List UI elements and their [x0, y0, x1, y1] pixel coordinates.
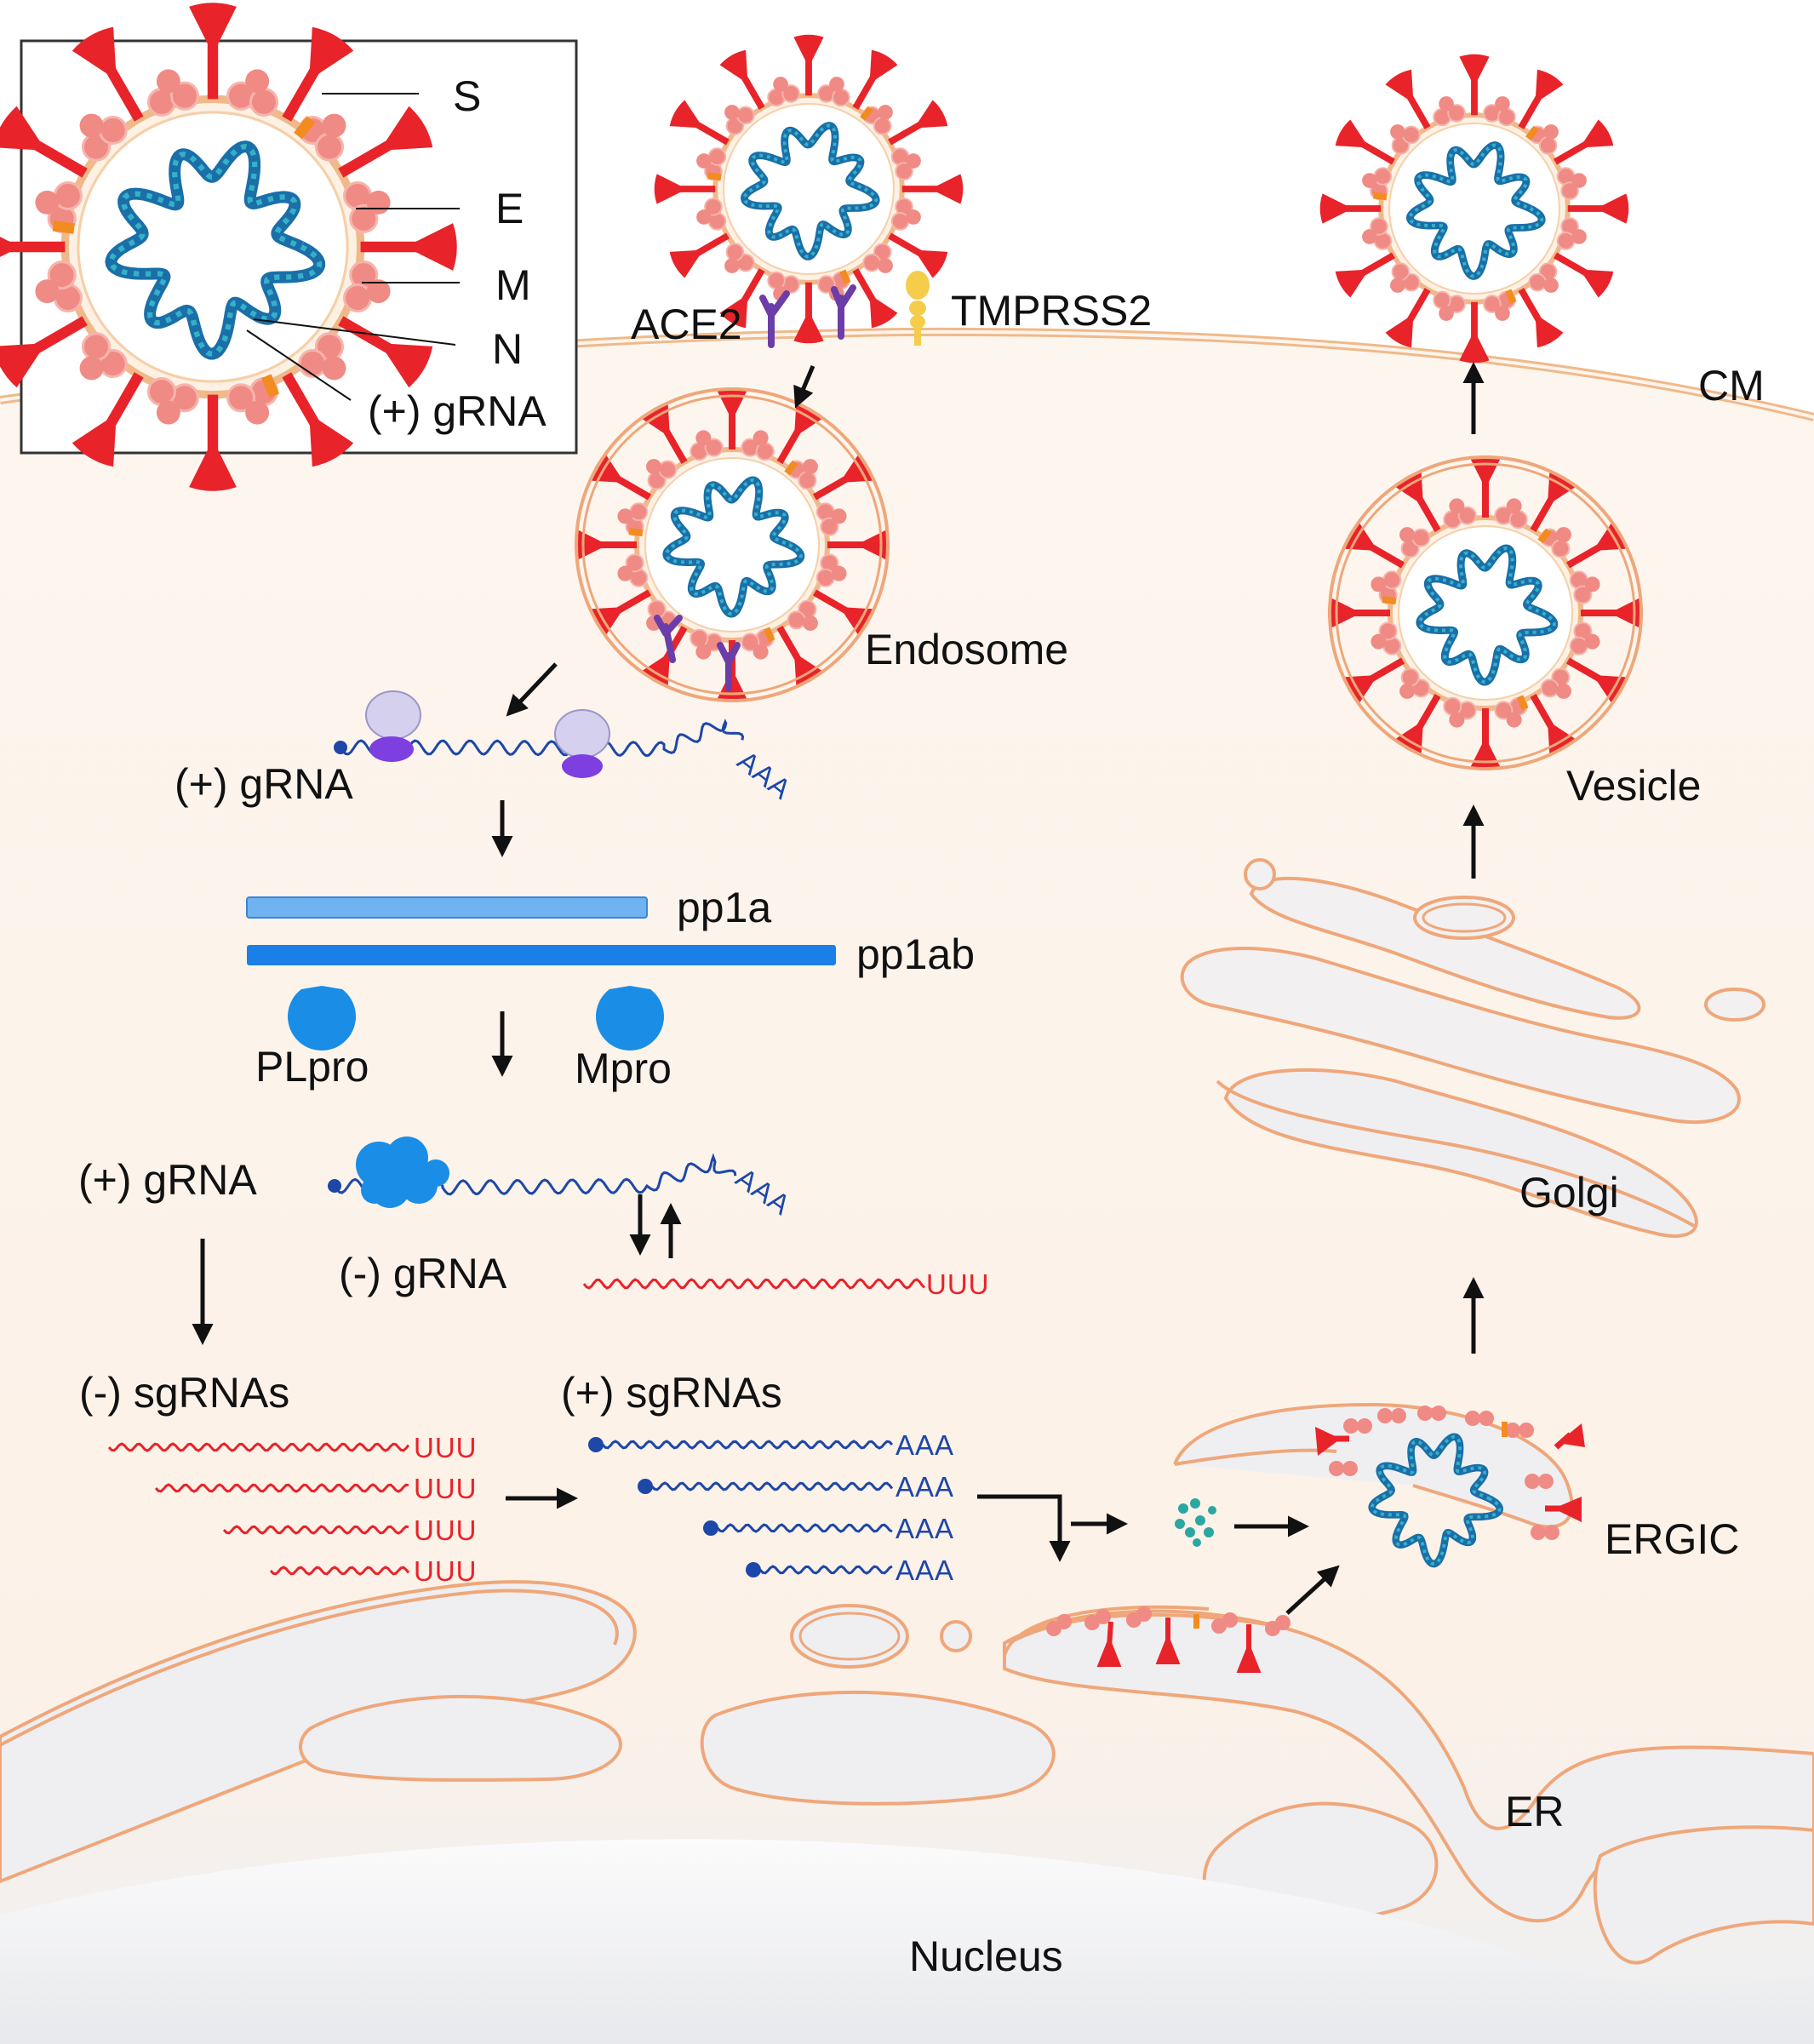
virion-entering — [654, 34, 964, 344]
pos-sgrna-strand — [650, 1481, 894, 1491]
er-label: ER — [1505, 1788, 1564, 1835]
tmprss2-label: TMPRSS2 — [951, 287, 1152, 335]
ace2-receptor — [654, 284, 856, 691]
golgi-label: Golgi — [1519, 1169, 1619, 1217]
negative-grna-strand — [582, 1278, 926, 1290]
negative-grna-label: (-) gRNA — [339, 1250, 507, 1297]
positive-sgrnas: AAA AAA AAA AAA — [588, 1429, 954, 1586]
pos-sgrna-strand — [716, 1523, 893, 1533]
legend-s: S — [453, 72, 481, 120]
negative-sgrnas-label: (-) sgRNAs — [79, 1369, 289, 1417]
pp1ab-bar — [247, 945, 836, 965]
legend-grna: (+) gRNA — [368, 387, 546, 435]
neg-sgrna-strand — [154, 1483, 409, 1493]
pp1a-bar — [246, 896, 648, 919]
pp1a-label: pp1a — [677, 884, 771, 931]
sgrna-cap — [746, 1562, 761, 1577]
translated-structural-proteins — [1175, 1498, 1216, 1547]
pos-sgrna-tail: AAA — [896, 1471, 954, 1503]
sgrna-cap — [588, 1437, 604, 1452]
neg-sgrna-tail: UUU — [414, 1514, 478, 1546]
endosome-membrane — [575, 387, 890, 702]
inset-leader-lines — [246, 93, 460, 401]
neg-sgrna-strand — [107, 1442, 410, 1452]
neg-sgrna-strand — [222, 1525, 409, 1535]
legend-e: E — [495, 185, 524, 232]
legend-n: N — [492, 325, 523, 373]
endoplasmic-reticulum — [0, 1580, 1814, 1965]
pos-sgrna-tail: AAA — [896, 1554, 954, 1586]
plpro-label: PLpro — [255, 1043, 369, 1091]
legend-m: M — [495, 261, 531, 309]
flow-arrows — [192, 362, 1485, 1615]
vesicle-label: Vesicle — [1566, 762, 1701, 810]
pos-sgrna-strand — [601, 1440, 894, 1450]
neg-sgrna-strand — [269, 1566, 410, 1576]
virion-in-endosome — [575, 387, 890, 702]
endosome-label: Endosome — [865, 626, 1068, 673]
mpro-protease — [596, 986, 664, 1051]
ergic-label: ERGIC — [1605, 1515, 1739, 1563]
neg-grna-tail: UUU — [926, 1268, 990, 1300]
pos-sgrna-strand — [758, 1565, 893, 1575]
pp1ab-label: pp1ab — [856, 930, 975, 978]
sgrna-cap — [703, 1520, 718, 1536]
pos-sgrna-tail: AAA — [896, 1429, 954, 1461]
pos-sgrna-tail: AAA — [896, 1513, 954, 1544]
er-vesicle-small — [940, 1620, 972, 1652]
tmprss2-protease — [906, 271, 930, 346]
er-bud-membrane — [1008, 1606, 1290, 1673]
mpro-label: Mpro — [575, 1045, 672, 1092]
cm-label: CM — [1698, 362, 1765, 409]
vesicle-membrane — [1328, 455, 1643, 770]
plpro-protease — [288, 986, 357, 1051]
virion-in-vesicle — [1328, 455, 1643, 770]
neg-sgrna-tail: UUU — [414, 1473, 478, 1504]
nucleus-label: Nucleus — [909, 1932, 1063, 1980]
split-arrow — [977, 1494, 1071, 1562]
negative-sgrnas: UUU UUU UUU UUU — [107, 1432, 478, 1587]
virion-assembling-in-ergic — [1315, 1406, 1585, 1568]
virion-released — [1319, 54, 1629, 364]
positive-grna-label-2: (+) gRNA — [78, 1156, 257, 1204]
golgi-apparatus — [1180, 858, 1765, 1238]
positive-grna-label-1: (+) gRNA — [175, 760, 353, 808]
ace2-label: ACE2 — [631, 301, 742, 348]
sgrna-cap — [638, 1479, 653, 1494]
neg-sgrna-tail: UUU — [414, 1555, 478, 1587]
nucleus — [0, 1839, 1814, 2044]
er-vesicle — [790, 1604, 909, 1669]
positive-sgrnas-label: (+) sgRNAs — [561, 1369, 782, 1417]
neg-sgrna-tail: UUU — [414, 1432, 478, 1463]
